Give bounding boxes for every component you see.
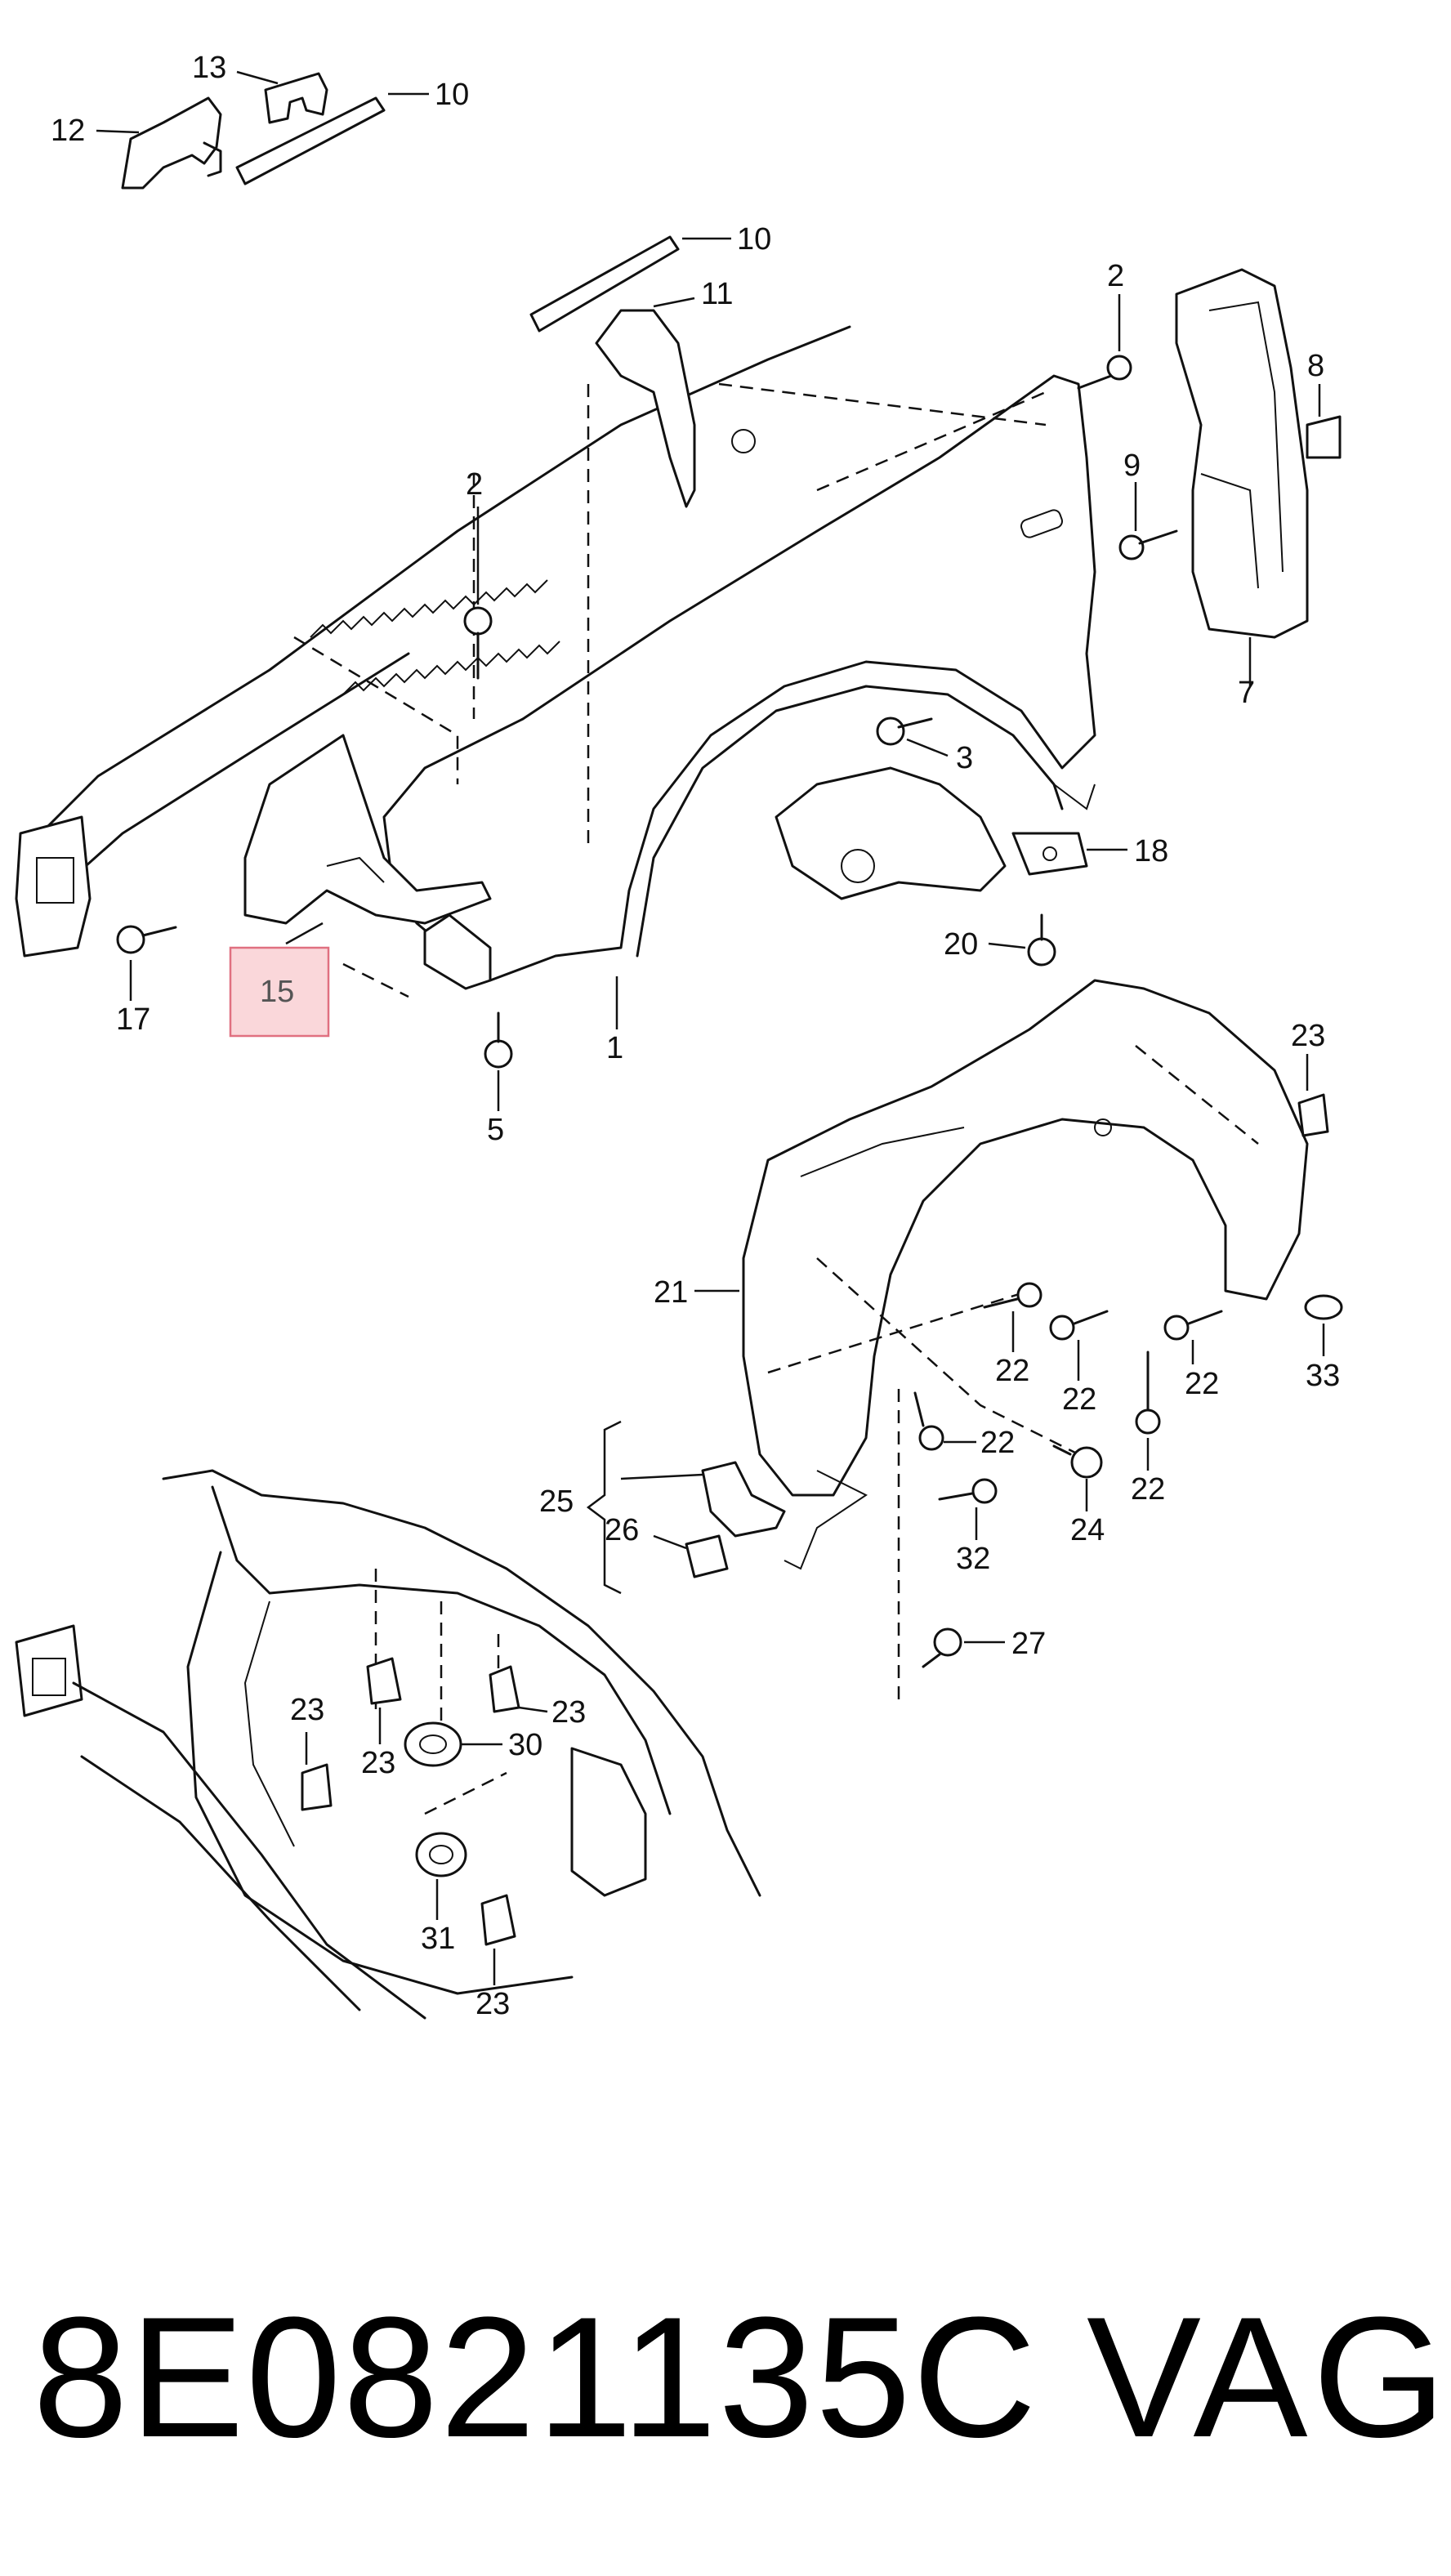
callout-10b: 10	[737, 222, 771, 257]
clip-23e	[480, 1894, 516, 1946]
callout-33: 33	[1306, 1359, 1340, 1393]
part-21-wheelhouse-liner	[742, 979, 1309, 1699]
bolt-3	[876, 717, 933, 746]
callout-2b: 2	[466, 467, 483, 502]
part-10-strip-main	[529, 235, 680, 333]
bolt-17	[116, 925, 177, 954]
callout-30: 30	[508, 1728, 542, 1762]
bolt-2-top	[1077, 355, 1132, 390]
bracket-18	[1011, 832, 1088, 876]
clip-23b	[366, 1657, 402, 1705]
callout-23e: 23	[475, 1987, 510, 2021]
callout-1: 1	[606, 1031, 623, 1065]
screw-22c	[1163, 1310, 1223, 1341]
callout-23c: 23	[551, 1695, 586, 1730]
leader-26	[653, 1534, 687, 1550]
screw-22e	[913, 1391, 944, 1451]
part-13-clip	[264, 72, 328, 124]
bracket-25	[701, 1461, 786, 1538]
bolt-5	[484, 1011, 513, 1069]
footer: 8E0821135C VAG	[0, 2271, 1451, 2484]
part-11-bracket	[595, 309, 696, 508]
callout-10a: 10	[435, 78, 469, 112]
callout-3: 3	[956, 741, 973, 775]
callout-18: 18	[1134, 834, 1168, 868]
leader-15	[285, 922, 324, 945]
callout-23d: 23	[290, 1693, 324, 1727]
callout-23b: 23	[361, 1746, 395, 1780]
callout-17: 17	[116, 1002, 150, 1037]
screw-22a	[983, 1282, 1042, 1309]
part-7-seal	[1175, 268, 1309, 639]
callout-25: 25	[539, 1484, 574, 1519]
screw-9	[1118, 529, 1178, 560]
bolt-20	[1027, 913, 1056, 967]
screw-32	[938, 1478, 998, 1504]
clip-8	[1306, 415, 1342, 459]
callout-26: 26	[605, 1513, 639, 1547]
callout-23a: 23	[1291, 1019, 1325, 1053]
installed-view	[15, 1469, 761, 2020]
callout-15: 15	[260, 975, 294, 1009]
highlight-box	[229, 946, 330, 1038]
leader-13	[236, 70, 279, 85]
part-number-label: 8E0821135C	[33, 2281, 1038, 2473]
fender-assembly	[15, 325, 1096, 998]
clip-27	[922, 1627, 962, 1668]
screw-22d	[1135, 1351, 1161, 1435]
callout-32: 32	[956, 1542, 990, 1576]
callout-12: 12	[51, 114, 85, 148]
clip-23c	[489, 1665, 520, 1713]
callout-31: 31	[421, 1922, 455, 1956]
leader-11	[653, 297, 695, 308]
leader-3	[906, 738, 949, 757]
callout-13: 13	[192, 51, 226, 85]
grommet-30	[404, 1721, 462, 1767]
parts-diagram: 13 12 10 10 11 2 8 9 2 7 3 18 20 15 17 1…	[15, 51, 1343, 2021]
callout-24: 24	[1070, 1513, 1105, 1547]
leader-12	[96, 129, 140, 134]
part-10-strip-top	[235, 96, 386, 185]
leader-23c	[518, 1706, 548, 1713]
callout-21: 21	[654, 1275, 688, 1310]
brace-25	[586, 1420, 622, 1595]
washer-33	[1304, 1294, 1343, 1320]
leader-20	[988, 942, 1026, 949]
bolt-2-mid	[463, 606, 493, 680]
callout-8: 8	[1307, 349, 1324, 383]
grommet-31	[415, 1832, 467, 1877]
callout-5: 5	[487, 1113, 504, 1147]
callout-22d: 22	[1131, 1472, 1165, 1507]
callout-2a: 2	[1107, 259, 1124, 293]
callout-22e: 22	[980, 1426, 1015, 1460]
callout-22b: 22	[1062, 1382, 1096, 1417]
callout-27: 27	[1011, 1627, 1046, 1661]
callout-22a: 22	[995, 1354, 1029, 1388]
part-12-bracket	[121, 96, 222, 190]
callout-9: 9	[1123, 449, 1141, 483]
nut-26	[685, 1534, 729, 1578]
callout-11: 11	[701, 277, 733, 311]
brand-label: VAG	[1087, 2281, 1451, 2473]
leader-25	[620, 1473, 703, 1480]
clip-23d	[301, 1763, 333, 1811]
callout-7: 7	[1238, 676, 1255, 710]
callout-22c: 22	[1185, 1367, 1219, 1401]
screw-22b	[1049, 1310, 1109, 1341]
clip-24	[1052, 1444, 1103, 1479]
callout-20: 20	[944, 927, 978, 962]
clip-23-upper	[1297, 1093, 1329, 1137]
